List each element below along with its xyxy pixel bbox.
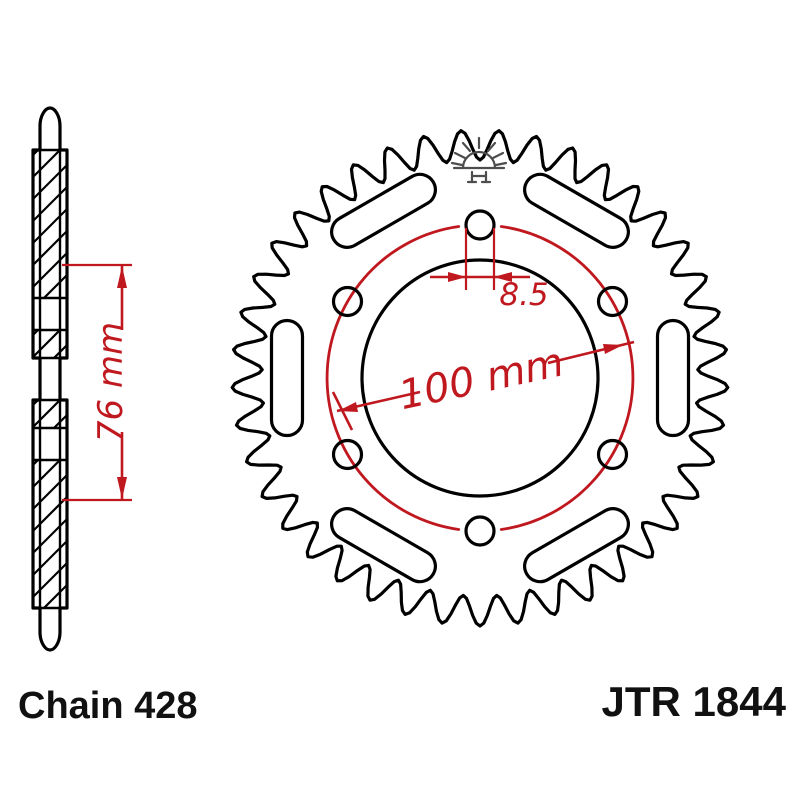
section-hatch-upper-small (33, 330, 67, 358)
bolt-circle-arrow-left (338, 402, 358, 412)
section-outline (31, 106, 69, 652)
caption-part-number: JTR 1844 (602, 678, 787, 725)
jt-sunburst-mark-icon (450, 136, 508, 184)
bolt-hole-bottom (464, 515, 496, 547)
dimension-label-bolt-hole: 8.5 (499, 277, 548, 313)
bolt-hole-upper-left (331, 285, 364, 318)
dimension-bolt-hole-8-5: 8.5 (430, 228, 549, 313)
dimension-label-thickness: 76 mm (91, 322, 131, 442)
bolt-holes (331, 209, 629, 547)
bolt-circle-arrow-right (603, 344, 623, 354)
bolt-circle-arc-right (499, 225, 635, 531)
bolt-circle-reference (325, 225, 635, 531)
section-hatch-lower-small (33, 400, 67, 428)
bolt-hole-arrow-right (493, 272, 512, 282)
dimension-thickness-76mm: 76 mm (62, 263, 132, 502)
bolt-hole-arrow-left (448, 272, 467, 282)
section-hatch-upper (33, 150, 67, 298)
sunburst-stand (466, 170, 492, 184)
dimension-arrow-top (117, 266, 127, 288)
cross-section-view (31, 106, 69, 652)
dimension-arrow-bottom (117, 477, 127, 499)
sunburst-rays (450, 136, 508, 167)
section-web-edges (38, 148, 62, 610)
caption-chain: Chain 428 (18, 685, 198, 727)
center-bore-circle (360, 258, 600, 498)
bolt-circle-arc-left (325, 225, 461, 531)
bolt-hole-lower-left (331, 438, 364, 471)
section-step-lines (31, 148, 69, 610)
bolt-hole-lower-right (596, 438, 629, 471)
sunburst-dome (461, 150, 497, 170)
sprocket-teeth-outline (230, 129, 730, 628)
bolt-hole-top (464, 209, 496, 241)
bolt-hole-upper-right (596, 285, 629, 318)
sprocket-face-view: 8.5 100 mm (230, 129, 730, 628)
section-hatch-lower (33, 460, 67, 608)
